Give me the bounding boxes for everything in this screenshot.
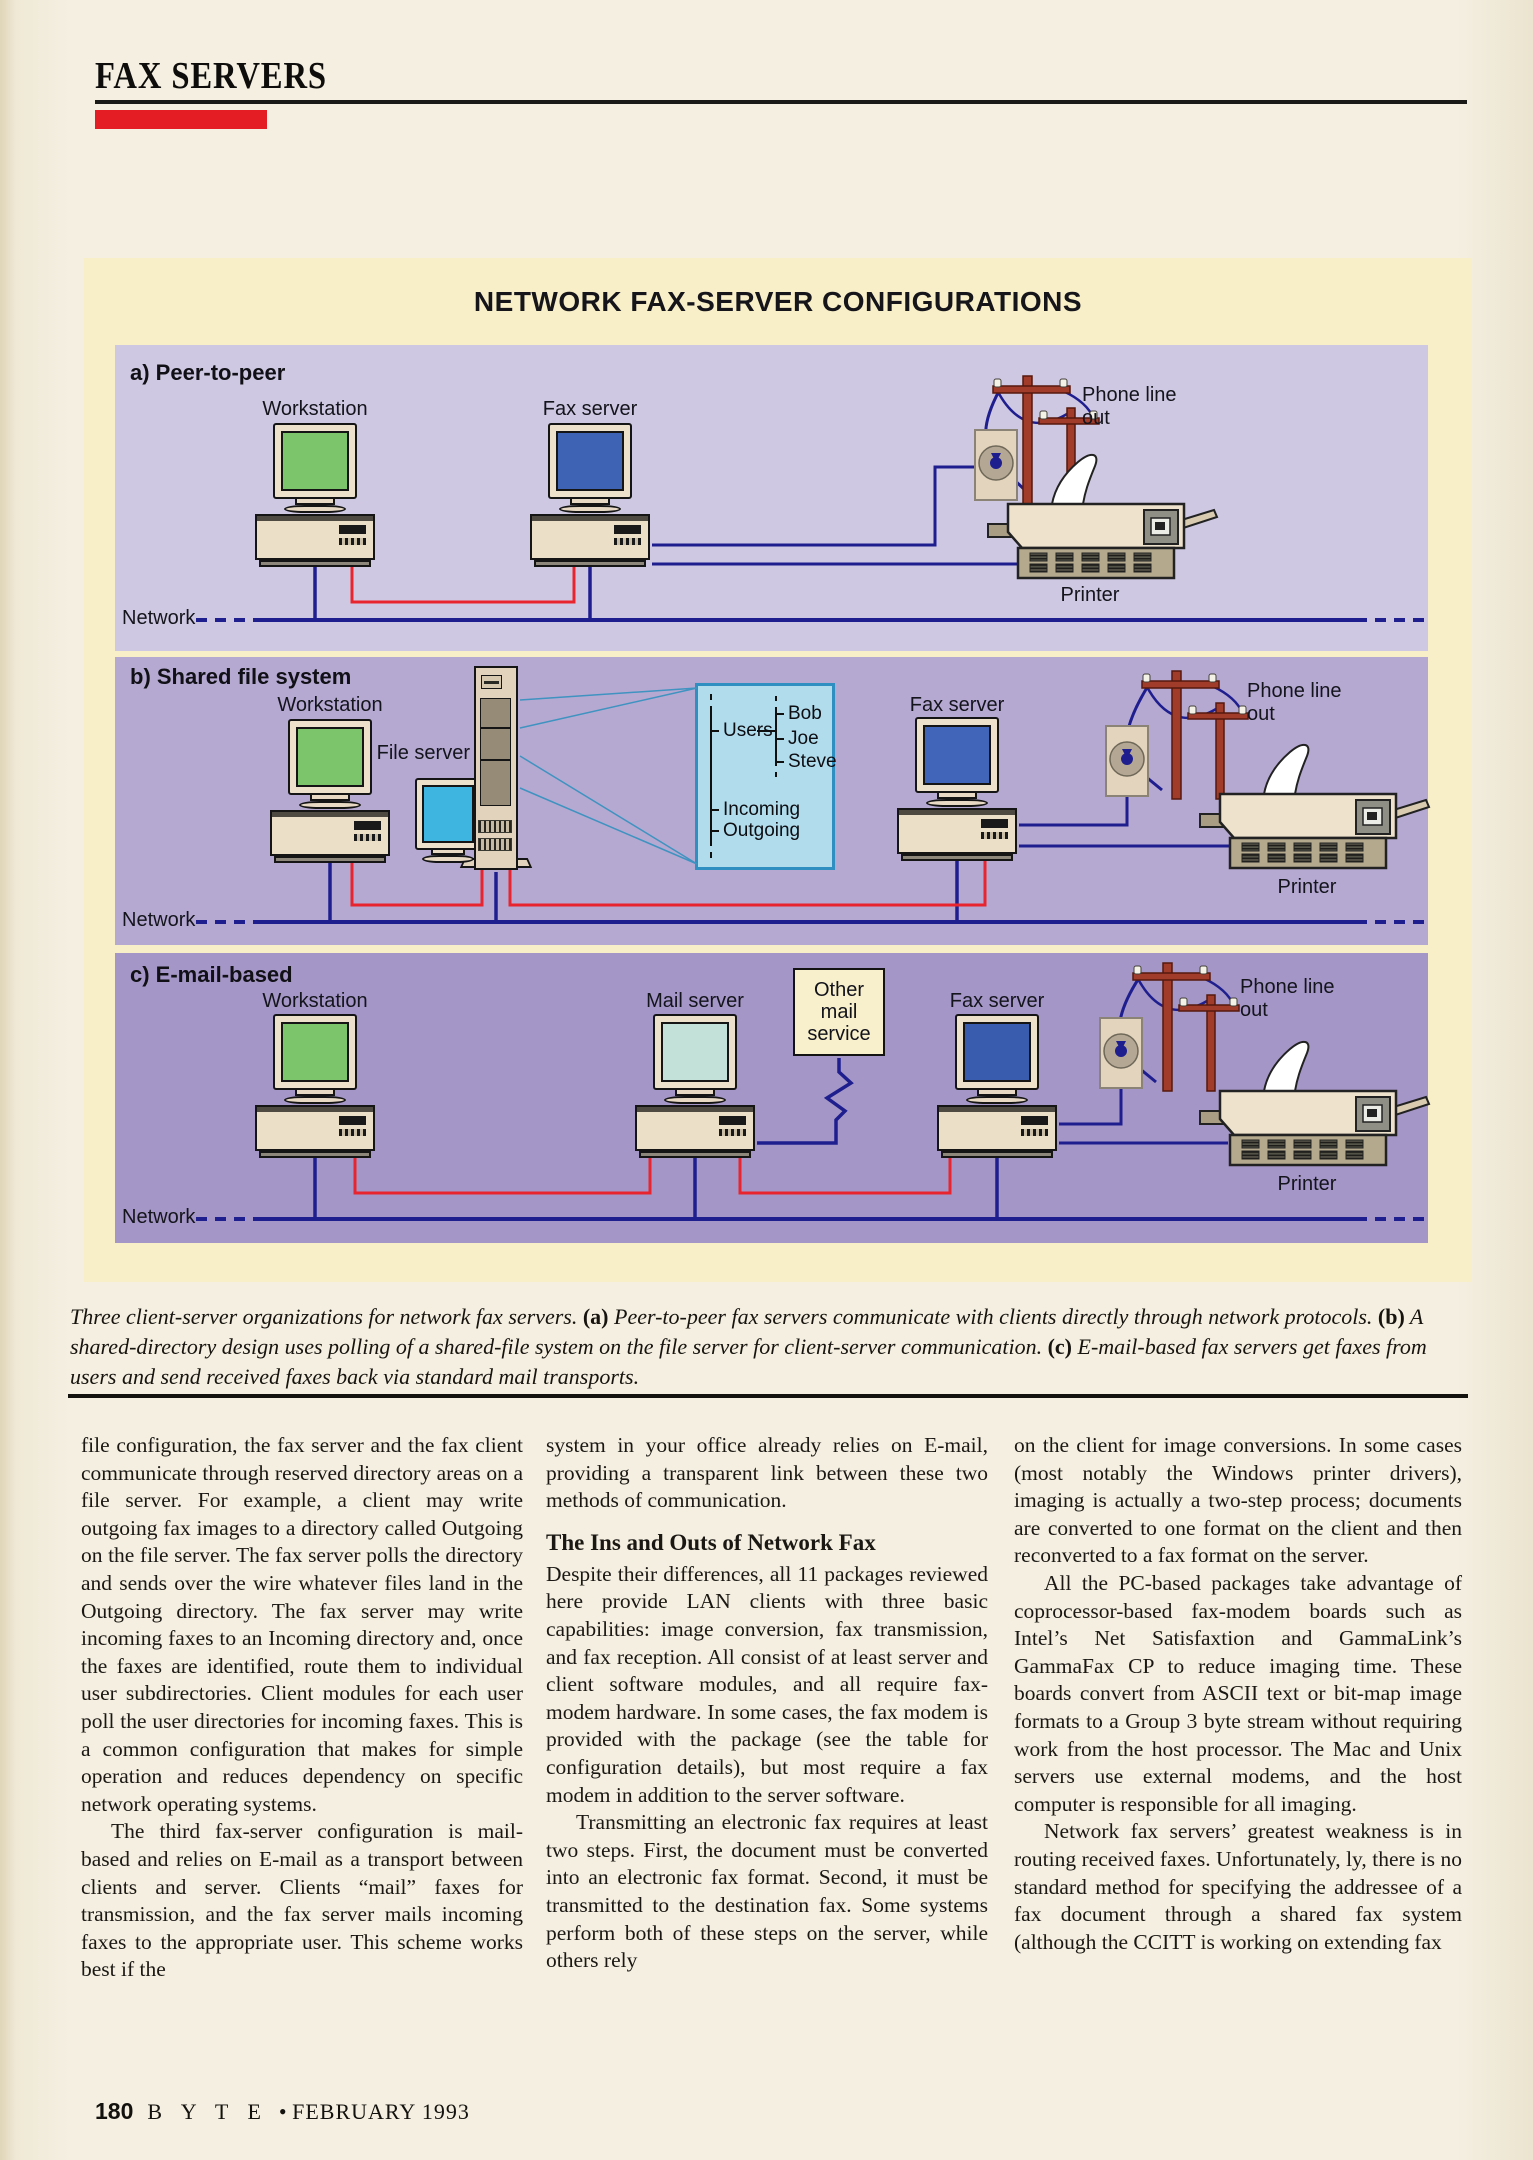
paragraph: Transmitting an electronic fax requires …	[546, 1810, 988, 1973]
caption-text: Peer-to-peer fax servers communicate wit…	[608, 1304, 1378, 1329]
workstation-icon-c	[255, 1014, 375, 1158]
paragraph: Despite their differences, all 11 packag…	[546, 1561, 988, 1807]
phone-line-label-a: Phone line out	[1082, 384, 1177, 429]
paragraph: system in your office already relies on …	[546, 1433, 988, 1513]
paragraph: All the PC-based packages take advantage…	[1014, 1570, 1462, 1816]
caption-text: A shared-directory design uses polling o…	[70, 1304, 1423, 1360]
section-heading: The Ins and Outs of Network Fax	[546, 1529, 876, 1555]
fax-server-label-a: Fax server	[542, 398, 638, 420]
phone-line-label-c: Phone line out	[1240, 976, 1335, 1021]
mail-server-icon	[635, 1014, 755, 1158]
file-server-tower-icon	[474, 666, 518, 870]
figure-caption: Three client-server organizations for ne…	[70, 1302, 1468, 1392]
page-number: 180	[95, 2098, 134, 2124]
fax-server-icon-c	[937, 1014, 1057, 1158]
callout-user-joe: Joe	[788, 728, 819, 749]
fax-server-icon-b	[897, 717, 1017, 861]
network-label-a: Network	[122, 607, 196, 629]
fax-server-label-c: Fax server	[949, 990, 1045, 1012]
article-column-3: on the client for image conversions. In …	[1014, 1432, 1462, 1956]
panel-b-label: b) Shared file system	[130, 664, 352, 689]
workstation-icon-a	[255, 423, 375, 567]
paragraph: Network fax servers’ greatest weakness i…	[1014, 1819, 1462, 1954]
file-server-label: File server	[376, 742, 470, 764]
printer-label-a: Printer	[1060, 584, 1120, 606]
paragraph: The third fax-server configuration is ma…	[81, 1819, 523, 1982]
workstation-label-c: Workstation	[262, 990, 368, 1012]
workstation-icon-b	[270, 719, 390, 863]
network-label-b: Network	[122, 909, 196, 931]
directory-callout-box	[695, 683, 835, 870]
caption-text: E-mail-based fax servers get faxes from …	[70, 1334, 1427, 1390]
fax-server-label-b: Fax server	[909, 694, 1005, 716]
footer-separator: •	[278, 2099, 287, 2124]
issue-date: FEBRUARY 1993	[292, 2099, 470, 2124]
paragraph: file configuration, the fax server and t…	[81, 1433, 523, 1816]
article-column-1: file configuration, the fax server and t…	[81, 1432, 523, 1984]
callout-dir-incoming: Incoming	[723, 799, 801, 820]
phone-line-label-b: Phone line out	[1247, 680, 1342, 725]
other-mail-service-box: Other mail service	[793, 968, 885, 1056]
section-kicker: FAX SERVERS	[95, 55, 327, 97]
fax-server-icon-a	[530, 423, 650, 567]
red-accent-bar	[95, 110, 267, 129]
figure-title: NETWORK FAX-SERVER CONFIGURATIONS	[473, 286, 1083, 317]
callout-user-bob: Bob	[788, 703, 822, 724]
page-footer: 180 B Y T E • FEBRUARY 1993	[95, 2098, 470, 2125]
callout-dir-outgoing: Outgoing	[723, 820, 801, 841]
caption-marker-b: (b)	[1377, 1304, 1405, 1329]
panel-c-label: c) E-mail-based	[130, 962, 293, 987]
paragraph: on the client for image conversions. In …	[1014, 1433, 1462, 1568]
magazine-name: B Y T E	[147, 2099, 268, 2124]
printer-label-b: Printer	[1277, 876, 1337, 898]
panel-a-label: a) Peer-to-peer	[130, 360, 286, 385]
workstation-label-b: Workstation	[277, 694, 383, 716]
printer-label-c: Printer	[1277, 1173, 1337, 1195]
network-label-c: Network	[122, 1206, 196, 1228]
caption-rule	[68, 1394, 1468, 1398]
caption-marker-a: (a)	[582, 1304, 609, 1329]
workstation-label-a: Workstation	[262, 398, 368, 420]
callout-user-steve: Steve	[788, 751, 837, 772]
callout-users-label: Users	[723, 720, 773, 741]
mail-server-label: Mail server	[646, 990, 744, 1012]
caption-text: Three client-server organizations for ne…	[70, 1304, 583, 1329]
article-column-2: system in your office already relies on …	[546, 1432, 988, 1975]
header-rule	[95, 100, 1467, 104]
caption-marker-c: (c)	[1047, 1334, 1073, 1360]
